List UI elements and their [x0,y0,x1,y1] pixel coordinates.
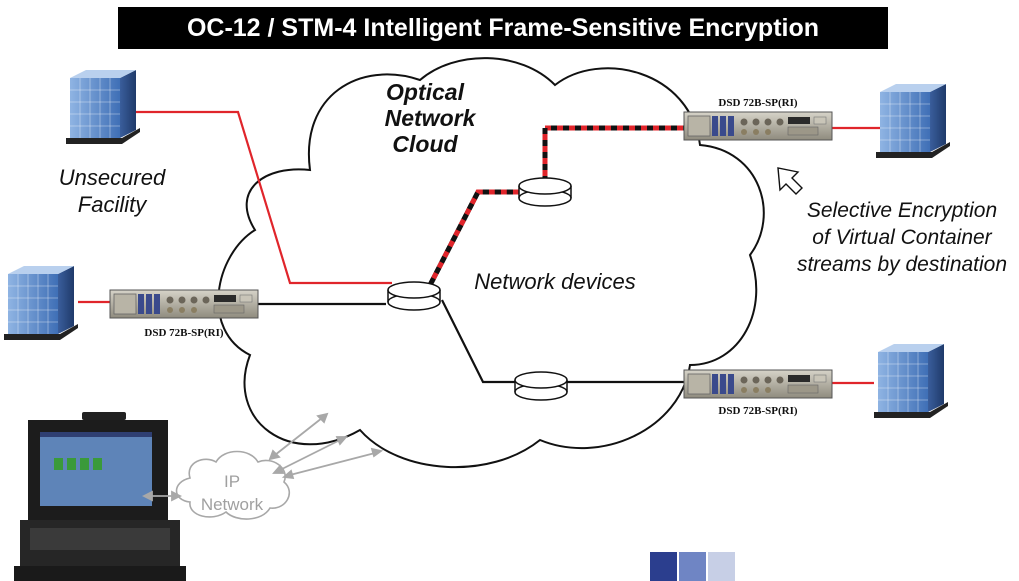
cloud-label-line2: Network [385,105,477,131]
lower-router [514,371,568,401]
upper-router [518,177,572,207]
device-label-left: DSD 72B-SP(RI) [144,327,223,339]
cloud-label-line3: Cloud [392,131,458,157]
encrypted-path-black [425,125,685,291]
ip-cloud-label-line2: Network [201,495,264,514]
cloud-label-line1: Optical [386,79,465,105]
device-label-bottom-right: DSD 72B-SP(RI) [718,405,797,417]
ip-management-links [141,412,384,502]
page-title: OC-12 / STM-4 Intelligent Frame-Sensitiv… [118,7,888,49]
lower-path-link [441,299,688,384]
building-top-left [65,69,141,145]
selective-arrow-icon [777,167,803,195]
encryptor-top-right [683,111,833,141]
building-bottom-right [873,343,949,419]
network-devices-label: Network devices [474,269,635,294]
optical-cloud-shape [217,57,765,469]
logo-block-mid [679,552,706,581]
ip-cloud-label-line1: IP [224,472,240,491]
unsecured-label-line1: Unsecured [59,165,166,190]
core-router [387,281,441,311]
selective-label-line1: Selective Encryption [807,199,997,222]
encryptor-bottom-right [683,369,833,399]
logo-block-light [708,552,735,581]
device-label-top-right: DSD 72B-SP(RI) [718,97,797,109]
unsecured-label-line2: Facility [78,192,148,217]
building-left [3,265,79,341]
management-console [14,412,186,581]
logo-block-dark [650,552,677,581]
encryptor-left [109,289,259,319]
selective-label-line3: streams by destination [797,253,1007,276]
unsecured-link [92,110,392,285]
ip-cloud-shape [175,450,290,520]
selective-label-line2: of Virtual Container [812,226,992,249]
building-top-right [875,83,951,159]
